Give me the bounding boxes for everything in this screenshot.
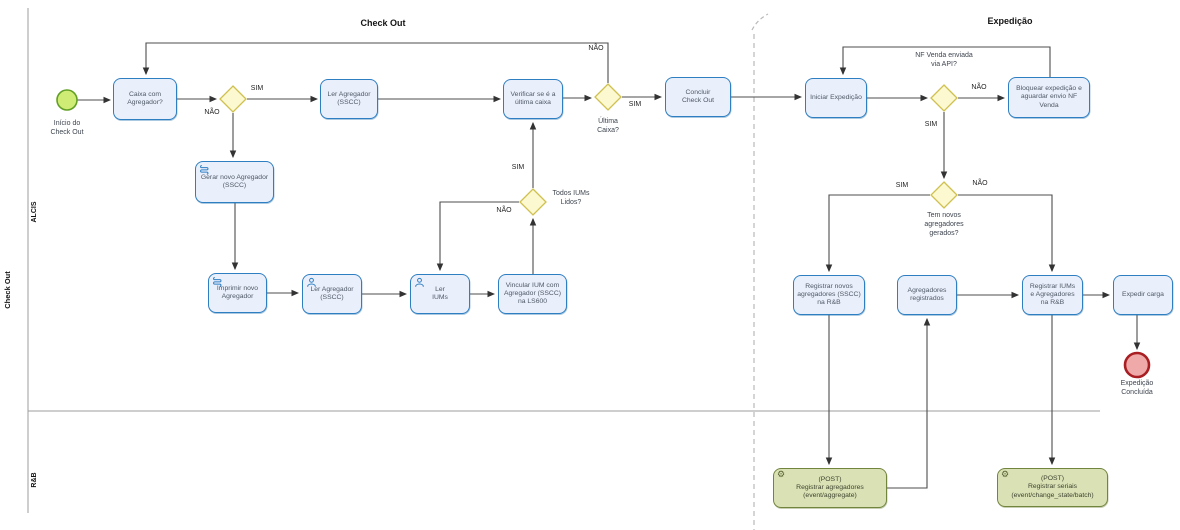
flow (887, 317, 931, 489)
gateway-label-todos-iums: Todos IUMs Lidos? (552, 190, 590, 206)
start-event-label: Início do Check Out (50, 120, 84, 136)
task-agregadores-registrados: Agregadores registrados (897, 275, 957, 315)
edge-label-nao: NÃO (204, 109, 220, 116)
user-icon (414, 277, 425, 288)
edge-label-nao: NÃO (971, 84, 987, 91)
task-expedir-carga: Expedir carga (1113, 275, 1173, 315)
task-label: Gerar novo Agregador (SSCC) (200, 173, 269, 189)
task-gerar-novo-agregador: Gerar novo Agregador (SSCC) (195, 161, 274, 203)
task-vincular-ium: Vincular IUM com Agregador (SSCC) na LS6… (498, 274, 567, 314)
service-post-registrar-agregadores: ⚙ (POST) Registrar agregadores (event/ag… (773, 468, 887, 508)
lane-label-alcis: ALCIS (31, 201, 38, 223)
task-label: Imprimir novo Agregador (216, 284, 259, 300)
task-verificar-ultima-caixa: Verificar se é a última caixa (503, 79, 563, 119)
task-ler-agregador-sscc-2: Ler Agregador (SSCC) (302, 274, 362, 314)
task-registrar-iums-agregadores: Registrar IUMs e Agregadores na R&B (1022, 275, 1083, 315)
start-event (56, 89, 78, 111)
lane-label-rb: R&B (31, 472, 38, 488)
edge-label-sim: SIM (895, 182, 909, 189)
gateway-nf-venda (930, 84, 958, 112)
flow-loop-nao (142, 42, 609, 83)
edge-label-nao: NÃO (972, 180, 988, 187)
edge-label-sim: SIM (924, 121, 938, 128)
end-event-label: Expedição Concluída (1120, 380, 1154, 396)
flow-loop-nf-venda (839, 46, 1051, 77)
gateway-caixa-agregador (219, 85, 247, 113)
task-label: Ler Agregador (SSCC) (310, 285, 354, 301)
task-registrar-novos-agregadores: Registrar novos agregadores (SSCC) na R&… (793, 275, 865, 315)
gateway-label-tem-novos: Tem novos agregadores gerados? (924, 212, 964, 237)
service-post-registrar-seriais: ⚙ (POST) Registrar seriais (event/change… (997, 468, 1108, 507)
edge-label-nao: NÃO (496, 207, 512, 214)
phase-header-expedicao: Expedição (987, 16, 1033, 26)
gear-icon: ⚙ (1001, 469, 1010, 479)
edge-label-sim: SIM (628, 101, 642, 108)
task-label: Ler IUMs (432, 285, 448, 301)
flow-loop-iums (436, 201, 519, 272)
gateway-todos-iums (519, 188, 547, 216)
user-icon (306, 277, 317, 288)
task-concluir-check-out: Concluir Check Out (665, 77, 731, 117)
task-label: (POST) Registrar agregadores (event/aggr… (796, 475, 864, 500)
phase-separator-tip (751, 13, 769, 31)
task-iniciar-expedicao: Iniciar Expedição (805, 78, 867, 118)
gateway-label-ultima-caixa: Última Caixa? (597, 118, 619, 134)
edge-label-sim: SIM (250, 85, 264, 92)
script-icon (199, 164, 210, 175)
task-ler-iums: Ler IUMs (410, 274, 470, 314)
gear-icon: ⚙ (777, 469, 786, 479)
task-ler-agregador-sscc: Ler Agregador (SSCC) (320, 79, 378, 119)
sequence-flows (77, 42, 1141, 489)
gateway-ultima-caixa (594, 83, 622, 111)
gateway-tem-novos-agregadores (930, 181, 958, 209)
task-caixa-com-agregador: Caixa com Agregador? (113, 78, 177, 120)
task-label: (POST) Registrar seriais (event/change_s… (1011, 475, 1094, 499)
flow (958, 194, 1056, 273)
script-icon (212, 276, 223, 287)
task-imprimir-novo-agregador: Imprimir novo Agregador (208, 273, 267, 313)
end-event (1123, 351, 1151, 379)
flow (825, 194, 930, 273)
pool-label: Check Out (3, 271, 12, 309)
task-bloquear-expedicao: Bloquear expedição e aguardar envio NF V… (1008, 77, 1090, 118)
edge-label-sim: SIM (511, 164, 525, 171)
edge-label-nao: NÃO (588, 45, 604, 52)
phase-header-check-out: Check Out (360, 18, 406, 28)
gateway-label-nf-venda: NF Venda enviada via API? (915, 52, 973, 68)
